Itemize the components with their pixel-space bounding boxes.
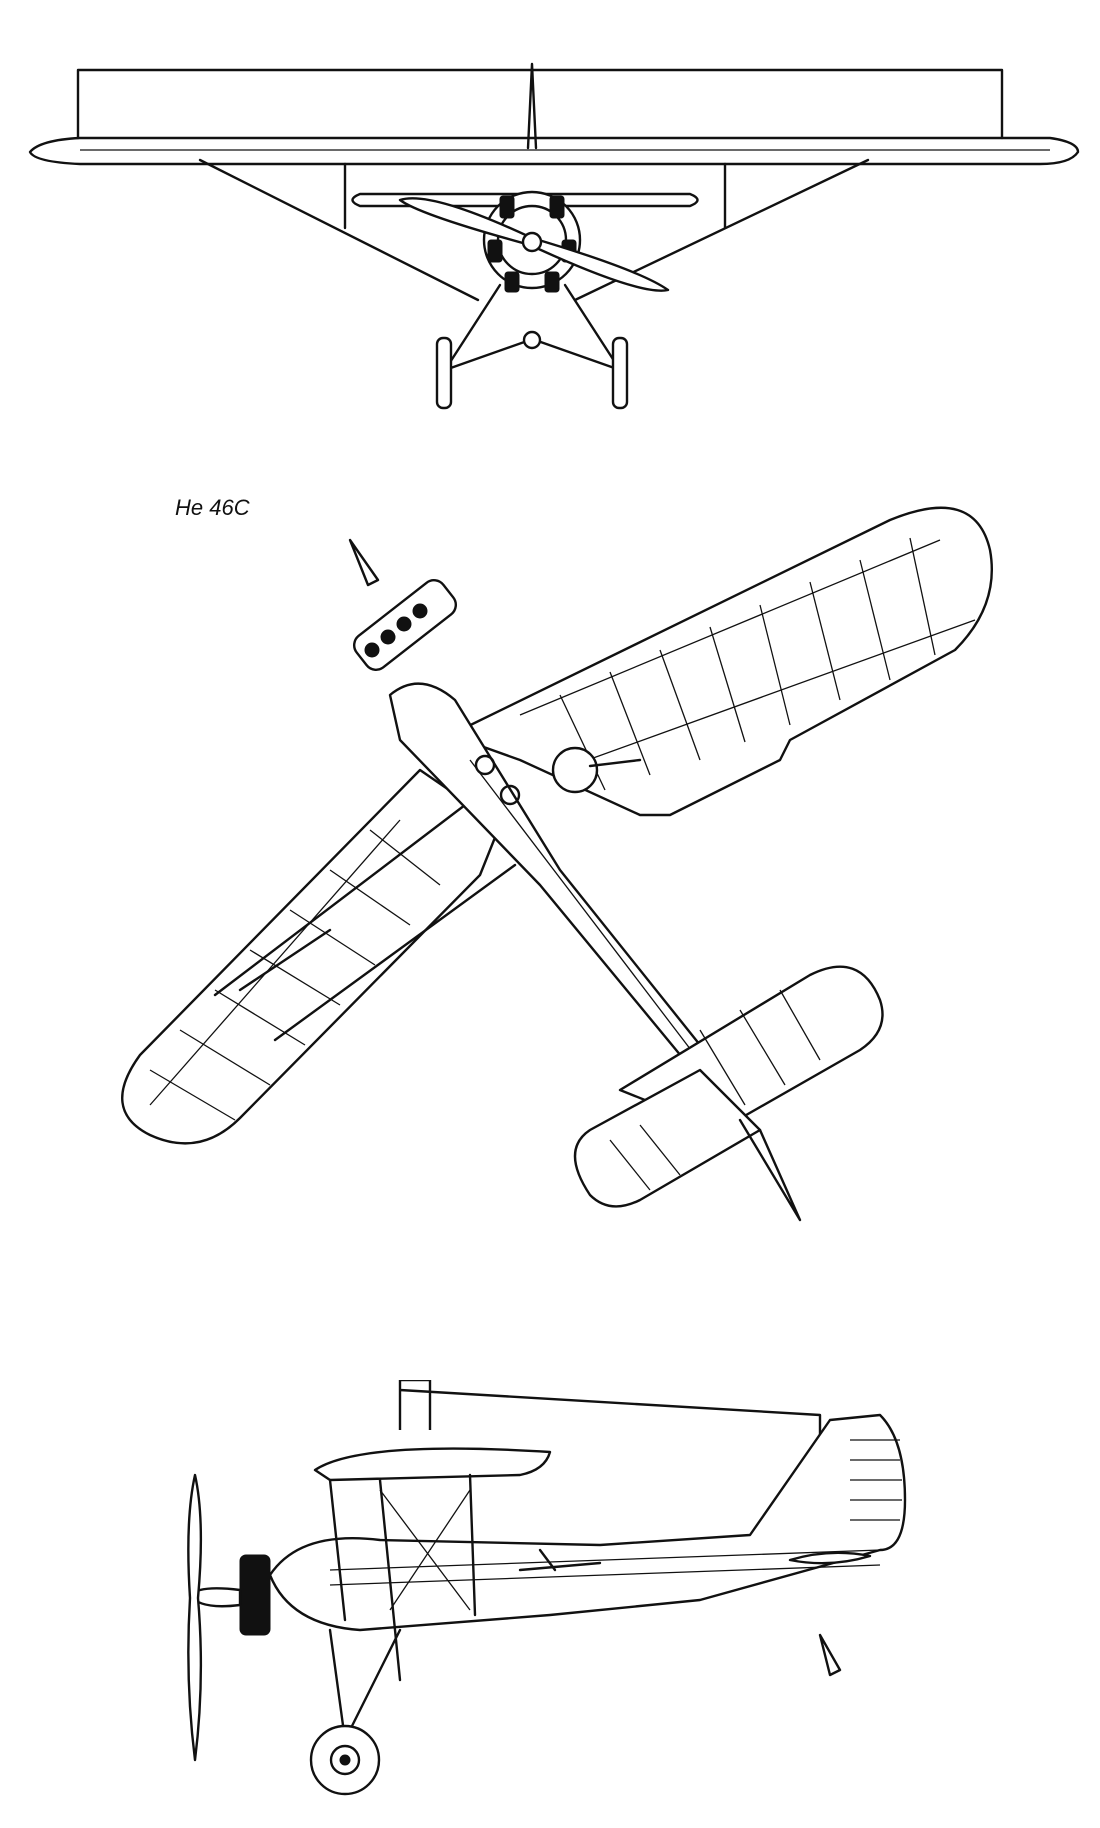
side-propeller xyxy=(187,1473,203,1762)
front-view xyxy=(0,0,1100,430)
plan-wing-right xyxy=(448,506,994,817)
side-fuselage xyxy=(268,1413,907,1632)
side-parasol-wing xyxy=(313,1447,552,1482)
aircraft-designation: He 46C xyxy=(175,495,250,520)
side-struts xyxy=(328,1473,477,1682)
front-tailplane xyxy=(76,68,1004,140)
plan-fuselage xyxy=(388,682,722,1087)
plan-wing-left xyxy=(121,768,517,1145)
plan-view xyxy=(0,430,1100,1330)
side-undercarriage xyxy=(309,1628,402,1796)
side-view xyxy=(0,1380,1100,1828)
side-wing xyxy=(398,1380,822,1435)
front-fin xyxy=(526,62,538,150)
plan-gun-ring xyxy=(551,746,599,794)
plan-engine xyxy=(348,538,458,671)
front-undercarriage xyxy=(435,283,629,410)
front-wing xyxy=(28,136,1080,166)
side-engine xyxy=(188,1554,271,1636)
plan-tailplane xyxy=(573,965,884,1222)
